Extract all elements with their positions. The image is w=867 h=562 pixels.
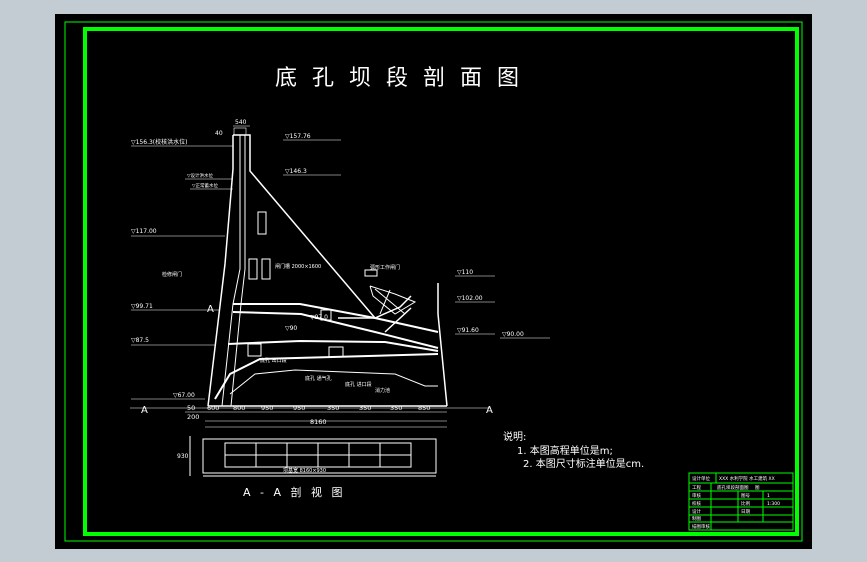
svg-text:200: 200: [187, 413, 199, 421]
svg-text:▽91.60: ▽91.60: [457, 327, 479, 334]
section-markers: A A A: [141, 304, 493, 416]
svg-text:▽156.3(校核洪水位): ▽156.3(校核洪水位): [131, 138, 187, 146]
elevation-leaders: [130, 139, 550, 409]
svg-text:1:300: 1:300: [767, 501, 780, 507]
svg-text:设计: 设计: [692, 508, 701, 515]
plan-note: 坝基宽 8160×930: [283, 467, 326, 474]
svg-text:A: A: [207, 304, 214, 315]
svg-text:1. 本图高程单位是m;: 1. 本图高程单位是m;: [517, 444, 613, 457]
svg-text:▽设计洪水位: ▽设计洪水位: [187, 172, 213, 179]
svg-text:▽117.00: ▽117.00: [131, 228, 157, 235]
radial-gate: [364, 269, 417, 315]
dimension-labels: 50 600 800 950 950 350 350 350 850 200 8…: [187, 404, 430, 426]
svg-text:50: 50: [187, 404, 195, 412]
svg-text:制图: 制图: [692, 515, 701, 522]
svg-text:弧形工作闸门: 弧形工作闸门: [370, 264, 400, 271]
svg-text:比例: 比例: [741, 500, 750, 507]
svg-text:校核: 校核: [692, 500, 701, 507]
outer-frame: [64, 21, 803, 542]
galleries: [229, 211, 438, 395]
svg-text:闸门槽 2000×1600: 闸门槽 2000×1600: [275, 263, 321, 270]
svg-text:▽99.71: ▽99.71: [131, 303, 153, 310]
svg-text:2. 本图尺寸标注单位是cm.: 2. 本图尺寸标注单位是cm.: [523, 457, 644, 470]
plan-view: [189, 436, 437, 477]
svg-text:▽102.00: ▽102.00: [457, 295, 483, 302]
inner-frame: [83, 27, 799, 536]
svg-text:350: 350: [390, 404, 402, 412]
dimension-chain: [185, 411, 447, 428]
section-title: A - A 剖 视 图: [243, 485, 346, 499]
elevation-labels: ▽156.3(校核洪水位) ▽157.76 ▽146.3 ▽设计洪水位 ▽正常蓄…: [131, 133, 524, 399]
svg-text:底孔 进口段: 底孔 进口段: [345, 381, 372, 388]
svg-text:40: 40: [215, 130, 223, 137]
svg-text:1: 1: [767, 493, 770, 499]
svg-text:▽90: ▽90: [285, 325, 297, 332]
svg-text:检修闸门: 检修闸门: [162, 271, 182, 278]
svg-text:设计单位: 设计单位: [692, 475, 710, 482]
notes: 说明: 1. 本图高程单位是m; 2. 本图尺寸标注单位是cm.: [503, 430, 644, 470]
dam-section-drawing: 底 孔 坝 段 剖 面 图: [64, 21, 803, 542]
svg-text:950: 950: [261, 404, 273, 412]
plan-height: 930: [177, 453, 189, 460]
svg-text:日期: 日期: [741, 509, 750, 515]
svg-text:800: 800: [233, 404, 245, 412]
top-dimension: 540 40: [215, 119, 250, 137]
drawing-sheet[interactable]: 底 孔 坝 段 剖 面 图: [55, 14, 812, 549]
svg-text:▽67.00: ▽67.00: [173, 392, 195, 399]
svg-text:消力池: 消力池: [375, 387, 390, 394]
title-block: 设计单位 XXX 水利学院 水工建筑 XX 工程 底孔坝段剖面图 图 审核 图号…: [688, 472, 794, 531]
svg-text:350: 350: [359, 404, 371, 412]
svg-text:图号: 图号: [741, 493, 750, 499]
svg-text:底孔 出口段: 底孔 出口段: [260, 357, 287, 364]
svg-text:底孔 通气孔: 底孔 通气孔: [305, 375, 332, 382]
svg-text:▽97.0: ▽97.0: [310, 314, 328, 321]
svg-text:▽110: ▽110: [457, 269, 473, 276]
svg-text:950: 950: [293, 404, 305, 412]
dam-body: [207, 134, 448, 407]
svg-text:8160: 8160: [310, 418, 327, 426]
svg-text:▽146.3: ▽146.3: [285, 168, 307, 175]
svg-text:▽87.5: ▽87.5: [131, 337, 149, 344]
internal-labels: 闸门槽 2000×1600 底孔 出口段 底孔 通气孔 底孔 进口段 消力池 检…: [162, 263, 400, 394]
svg-text:850: 850: [418, 404, 430, 412]
bottom-outlet: [214, 295, 439, 400]
svg-text:底孔坝段剖面图: 底孔坝段剖面图: [717, 484, 749, 491]
svg-text:540: 540: [235, 119, 247, 126]
svg-text:A: A: [486, 405, 493, 416]
svg-text:说明:: 说明:: [503, 430, 526, 443]
svg-text:▽90.00: ▽90.00: [502, 331, 524, 338]
svg-text:XXX 水利学院 水工建筑 XX: XXX 水利学院 水工建筑 XX: [719, 475, 775, 482]
svg-text:审核: 审核: [692, 492, 701, 499]
svg-text:▽正常蓄水位: ▽正常蓄水位: [192, 182, 218, 189]
svg-text:350: 350: [327, 404, 339, 412]
svg-text:图: 图: [755, 485, 760, 491]
svg-text:▽157.76: ▽157.76: [285, 133, 311, 140]
svg-text:描图审核: 描图审核: [692, 523, 710, 530]
svg-text:A: A: [141, 405, 148, 416]
svg-text:工程: 工程: [692, 484, 701, 491]
drawing-title: 底 孔 坝 段 剖 面 图: [275, 66, 523, 91]
svg-text:600: 600: [207, 404, 219, 412]
